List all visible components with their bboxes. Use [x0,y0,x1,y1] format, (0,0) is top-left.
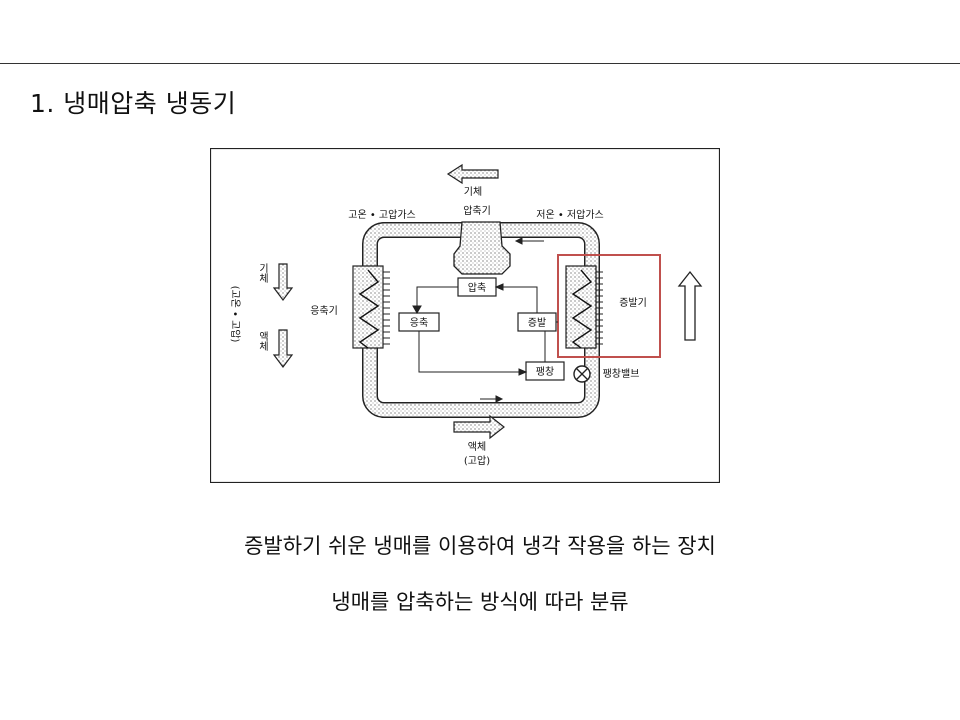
condenser-coil [352,265,390,349]
caption-description: 증발하기 쉬운 냉매를 이용하여 냉각 작용을 하는 장치 [244,534,716,558]
top-divider [0,63,960,64]
label-side-vertical: (고온 • 고압) [229,286,242,343]
label-high-temp-gas: 고온 • 고압가스 [348,208,415,221]
caption-classification: 냉매를 압축하는 방식에 따라 분류 [331,590,629,614]
label-expansion-valve: 팽창밸브 [603,368,640,380]
box-compress-label: 압축 [468,281,486,294]
box-expand: 팽창 [525,361,565,381]
compressor-body [453,221,511,275]
box-expand-label: 팽창 [536,366,554,378]
label-low-temp-gas: 저온 • 저압가스 [536,208,603,221]
label-compressor: 압축기 [463,204,491,217]
inner-flow-lines [412,283,558,376]
slide-title: 1. 냉매압축 냉동기 [30,89,237,118]
box-evaporate: 증발 [517,312,557,332]
side-liquid-down-arrow [272,329,294,368]
pipe-flow-arrows [480,237,544,403]
top-gas-arrow [446,163,499,185]
label-liquid-bottom: 액체 [468,441,486,453]
box-compress: 압축 [457,277,497,297]
label-side-gas: 기체 [257,263,269,284]
label-side-liquid: 액체 [257,331,269,352]
right-up-arrow [677,270,703,341]
side-gas-down-arrow [272,263,294,301]
expansion-valve-symbol [573,365,591,383]
refrigeration-cycle-diagram: 압축 응축 증발 팽창 [209,147,721,484]
bottom-liquid-arrow [453,414,505,440]
box-evaporate-label: 증발 [528,317,546,329]
label-high-pressure-bottom: (고압) [464,454,490,467]
evaporator-highlight-box [557,254,661,358]
label-evaporator: 증발기 [619,297,647,309]
label-condenser: 응축기 [310,305,338,317]
evaporator-coil [565,265,603,349]
box-condense: 응축 [398,312,440,332]
box-condense-label: 응축 [410,317,428,329]
label-gas-top: 기체 [464,186,482,198]
